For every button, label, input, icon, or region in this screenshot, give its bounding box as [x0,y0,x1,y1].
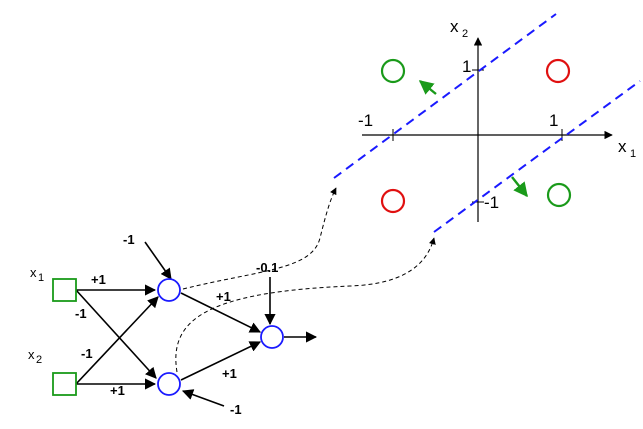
edge-x2-h1 [75,296,159,385]
point-bottom-left-red [380,188,406,214]
svg-text:2: 2 [36,354,42,366]
weight-x2-h1: -1 [81,346,93,361]
tick-label-x-neg: -1 [358,111,373,130]
svg-text:x: x [450,17,459,36]
region-arrow-upper [418,80,437,95]
point-top-right-red [545,58,571,84]
weight-x2-h2: +1 [110,383,125,398]
svg-text:x: x [30,265,37,280]
bias-arrow-h1 [144,241,172,280]
output-node [260,325,284,349]
svg-text:1: 1 [38,272,44,284]
weight-h2-out: +1 [222,366,237,381]
input-node-x2 [52,372,77,396]
decision-boundary-upper [333,13,557,179]
input-node-x1 [52,278,77,302]
weight-x1-h2: -1 [75,306,87,321]
y-axis-label: x 2 [450,17,468,40]
weight-x1-h1: +1 [91,272,106,287]
input-label-x2: x 2 [28,347,42,366]
hidden-node-1 [157,278,181,302]
link-curve-h2 [175,237,436,373]
tick-label-x-pos: 1 [549,111,558,130]
region-arrow-lower [511,176,528,198]
bias-label-h2: -1 [230,402,242,417]
point-top-left-green [380,58,406,84]
input-label-x1: x 1 [30,265,44,284]
edge-x1-h2 [75,289,157,379]
bias-label-h1: -1 [123,232,135,247]
link-curve-h1 [182,187,337,290]
svg-text:x: x [28,347,35,362]
hidden-node-2 [157,372,181,396]
svg-text:1: 1 [630,148,636,160]
x-axis-label: x 1 [618,137,636,160]
neural-network: x 1 x 2 +1 -1 -1 +1 +1 +1 -1 -1 -0.1 [28,232,318,417]
tick-label-y-neg: -1 [484,193,499,212]
bias-label-out: -0.1 [256,260,278,275]
decision-boundary-lower [433,80,641,233]
weight-h1-out: +1 [216,289,231,304]
edge-h1-out [180,292,262,333]
tick-label-y-pos: 1 [462,57,471,76]
svg-text:2: 2 [462,28,468,40]
edge-h2-out [180,341,262,381]
coordinate-plot: -1 1 1 -1 x 1 x 2 [333,13,641,233]
bias-arrow-h2 [181,389,225,407]
svg-text:x: x [618,137,627,156]
point-bottom-right-green [546,182,572,208]
